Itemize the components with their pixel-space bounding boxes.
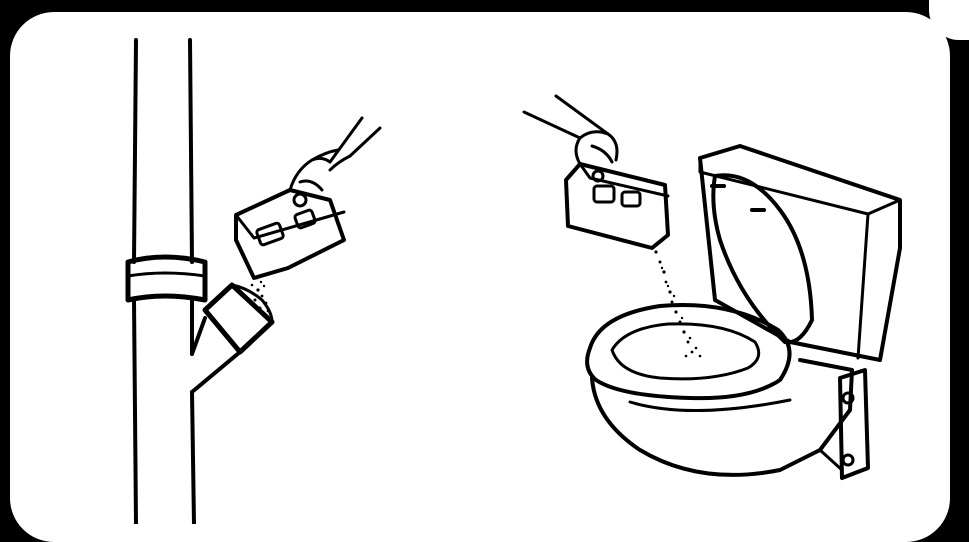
toilet-bowl — [592, 360, 852, 475]
line-drawing — [0, 0, 969, 524]
cleanout-branch — [192, 318, 240, 392]
toilet-lid — [713, 175, 812, 342]
pipe-coupling — [128, 257, 205, 300]
toilet-scene — [524, 96, 900, 478]
chemical-box-right — [566, 164, 668, 248]
arm-left — [330, 118, 380, 162]
hand-right — [576, 132, 617, 164]
illustration-frame — [0, 0, 969, 524]
drain-pipe-scene — [128, 40, 380, 524]
vertical-pipe — [134, 40, 194, 524]
hand-left — [290, 150, 350, 190]
